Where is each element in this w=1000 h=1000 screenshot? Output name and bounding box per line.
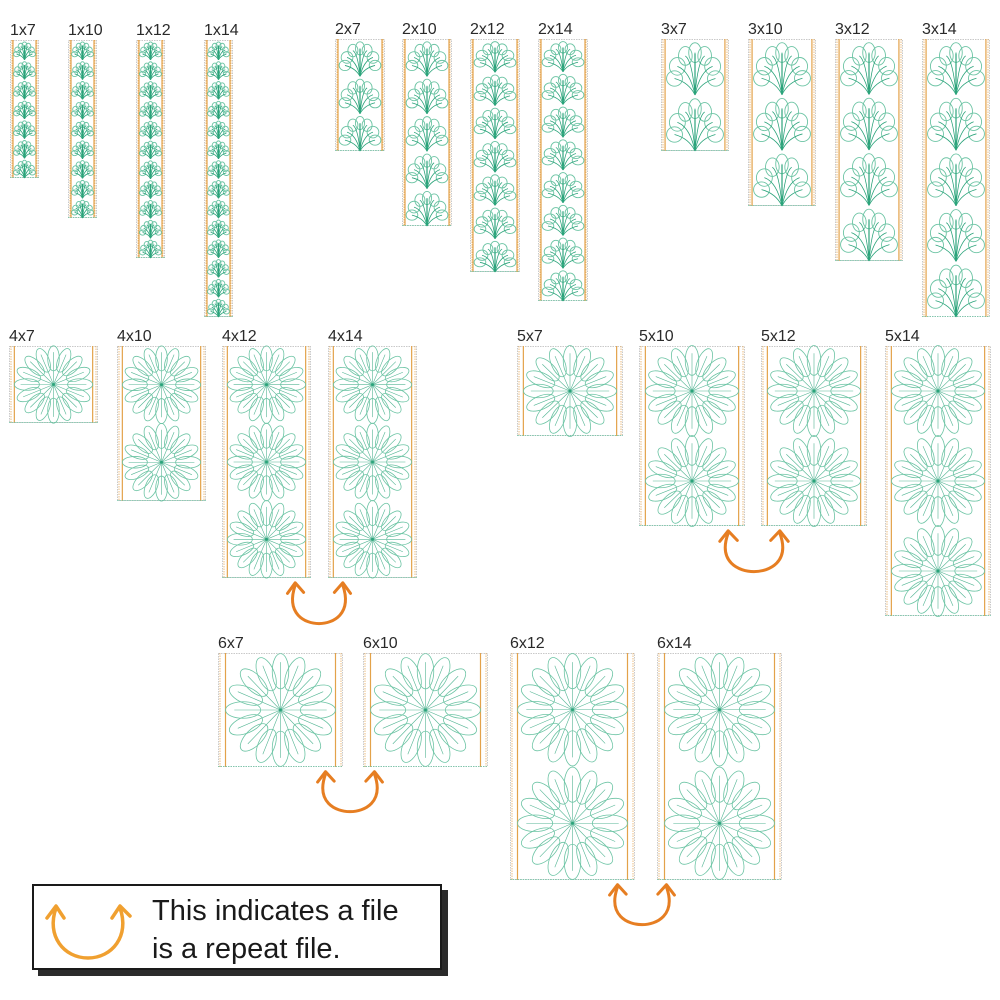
size-label: 5x14 — [885, 328, 920, 345]
size-label: 4x12 — [222, 328, 257, 345]
design-preview-6x14 — [657, 653, 782, 880]
size-label: 3x14 — [922, 21, 957, 38]
legend-line-1: This indicates a file — [152, 895, 399, 927]
design-preview-5x7 — [517, 345, 623, 437]
size-label: 5x12 — [761, 328, 796, 345]
design-preview-4x7 — [9, 345, 98, 424]
repeat-arrow-icon — [45, 904, 132, 960]
size-label: 5x10 — [639, 328, 674, 345]
design-preview-5x14 — [885, 345, 991, 617]
size-label: 3x10 — [748, 21, 783, 38]
size-label: 2x7 — [335, 21, 361, 38]
design-preview-1x12 — [136, 40, 165, 259]
size-label: 4x7 — [9, 328, 35, 345]
size-label: 4x14 — [328, 328, 363, 345]
design-preview-3x7 — [661, 39, 729, 152]
repeat-arrow-icon — [284, 578, 354, 626]
size-label: 6x12 — [510, 635, 545, 652]
design-preview-4x10 — [117, 345, 206, 502]
size-label: 6x14 — [657, 635, 692, 652]
design-preview-5x12 — [761, 345, 867, 527]
design-preview-2x12 — [470, 39, 520, 273]
size-label: 1x14 — [204, 22, 239, 39]
repeat-arrow-icon — [314, 767, 386, 814]
size-label: 1x10 — [68, 22, 103, 39]
design-preview-6x10 — [363, 653, 488, 767]
design-preview-6x7 — [218, 653, 343, 767]
size-label: 2x12 — [470, 21, 505, 38]
design-preview-2x10 — [402, 39, 452, 227]
size-label: 4x10 — [117, 328, 152, 345]
design-preview-4x14 — [328, 345, 417, 579]
design-preview-1x7 — [10, 40, 39, 179]
design-preview-3x12 — [835, 39, 903, 262]
design-preview-3x14 — [922, 39, 990, 318]
design-preview-6x12 — [510, 653, 635, 880]
design-preview-2x14 — [538, 39, 588, 302]
design-preview-3x10 — [748, 39, 816, 207]
size-label: 2x10 — [402, 21, 437, 38]
design-preview-4x12 — [222, 345, 311, 579]
legend-line-2: is a repeat file. — [152, 933, 341, 965]
repeat-arrow-icon — [716, 526, 792, 574]
design-preview-5x10 — [639, 345, 745, 527]
design-preview-1x14 — [204, 40, 233, 318]
size-label: 6x10 — [363, 635, 398, 652]
design-preview-1x10 — [68, 40, 97, 219]
size-label: 1x12 — [136, 22, 171, 39]
size-label: 1x7 — [10, 22, 36, 39]
size-label: 2x14 — [538, 21, 573, 38]
size-label: 3x7 — [661, 21, 687, 38]
design-preview-2x7 — [335, 39, 385, 152]
legend-text: This indicates a file is a repeat file. — [152, 892, 399, 968]
repeat-arrow-icon — [606, 880, 678, 927]
size-label: 5x7 — [517, 328, 543, 345]
size-label: 3x12 — [835, 21, 870, 38]
size-label: 6x7 — [218, 635, 244, 652]
legend-box: This indicates a file is a repeat file. — [32, 884, 442, 970]
